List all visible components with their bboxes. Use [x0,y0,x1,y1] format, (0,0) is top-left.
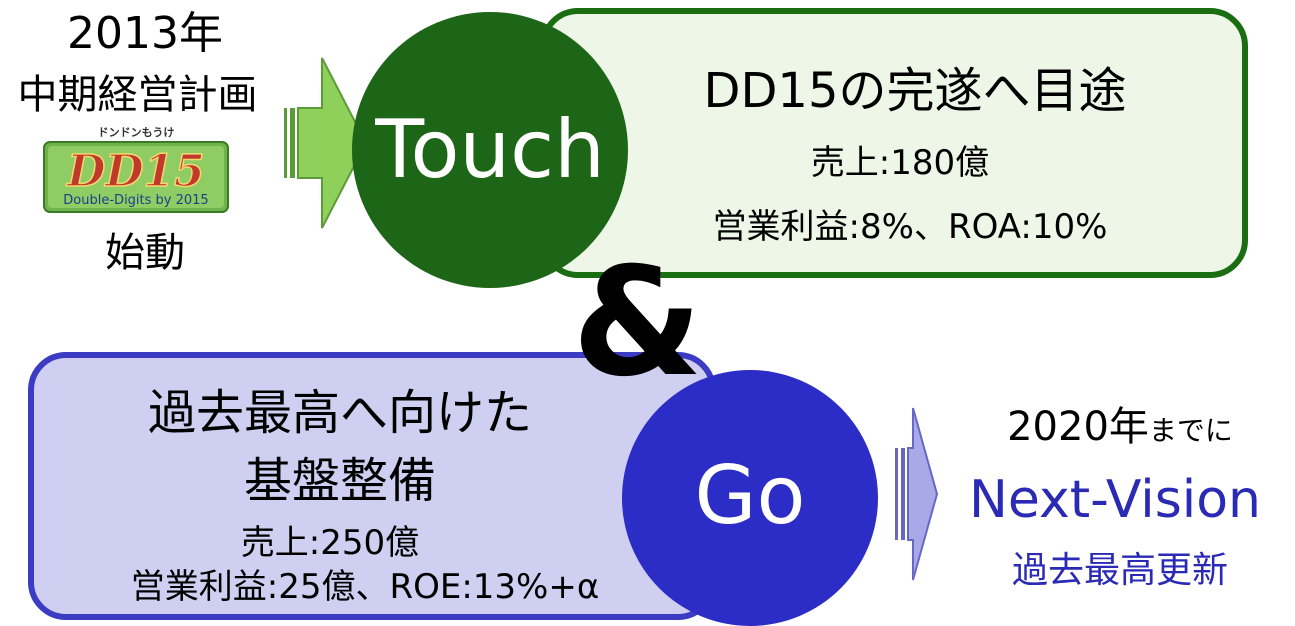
go-circle [622,370,878,626]
arrow-right-green-icon [284,57,368,229]
ampersand-connector: & [572,236,703,410]
arrow-right-blue-icon [895,407,939,581]
logo-main: DD15 [65,146,205,197]
start-label: 始動 [105,230,185,276]
touch-circle-label: Touch [375,103,605,196]
year-2013-label: 2013年 [67,8,223,59]
dd15-logo: ドンドンもうけ DD15 Double-Digits by 2015 [43,126,229,213]
go-profit-target: 営業利益:25億、ROE:13%+α [130,567,600,607]
touch-goal-box [540,8,1248,278]
target-year-label: 2020年までに [975,402,1265,456]
plan-name-label: 中期経営計画 [17,72,258,118]
logo-sub: Double-Digits by 2015 [63,193,208,208]
go-sales-target: 売上:250億 [240,523,420,563]
go-circle-label: Go [694,449,806,542]
next-vision-label: Next-Vision [968,470,1262,530]
record-high-label: 過去最高更新 [1011,550,1228,591]
touch-goal-title: DD15の完遂へ目途 [703,63,1127,119]
touch-profit-target: 営業利益:8%、ROA:10% [712,207,1108,247]
target-year: 2020年 [1007,404,1149,450]
target-year-suffix: までに [1148,414,1233,447]
go-goal-title-line1: 過去最高へ向けた [147,385,532,441]
touch-circle [352,12,628,288]
touch-sales-target: 売上:180億 [810,143,990,183]
logo-kana: ドンドンもうけ [98,126,175,139]
go-goal-title-line2: 基盤整備 [243,453,436,509]
